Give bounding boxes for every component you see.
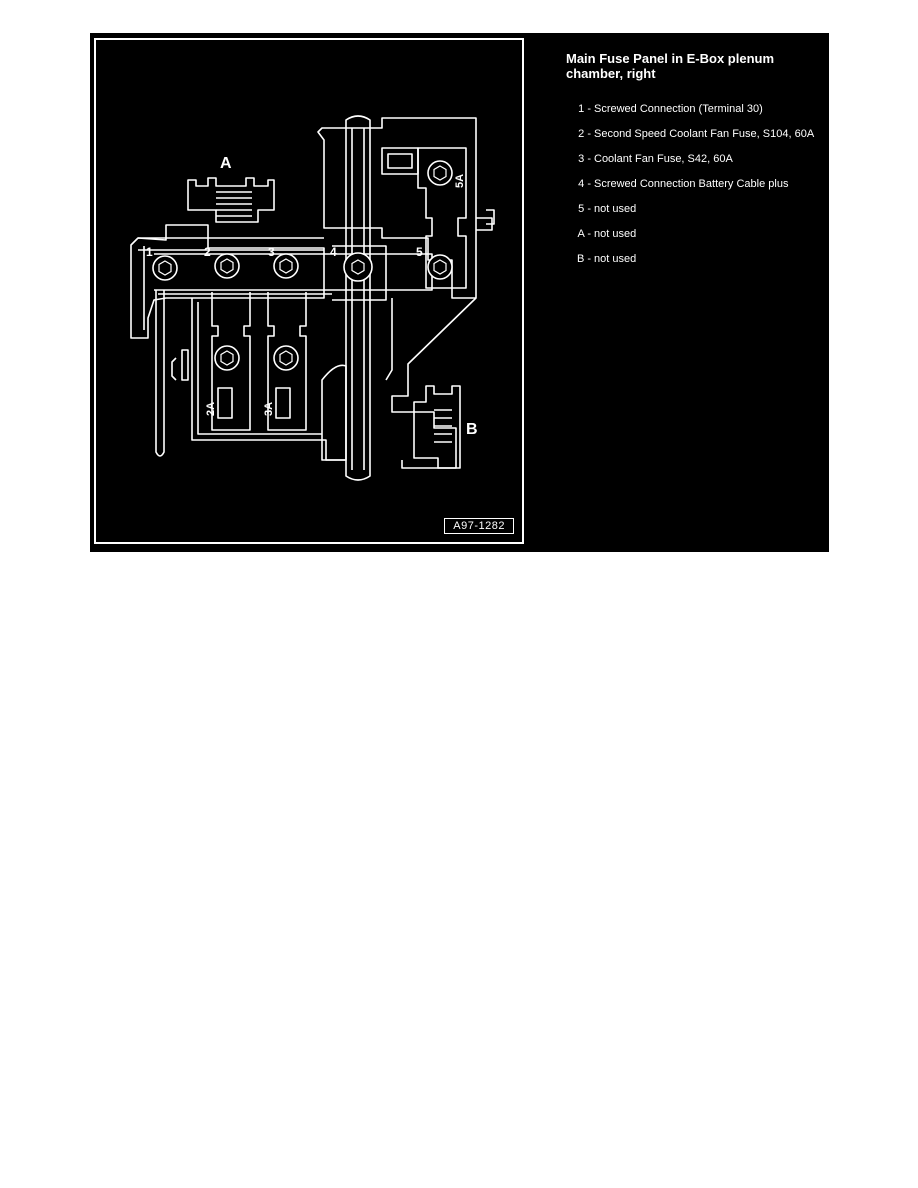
- legend-key: A -: [577, 228, 591, 240]
- label-5a: 5A: [454, 174, 466, 188]
- legend-key: 4 -: [578, 178, 591, 190]
- label-a: A: [220, 155, 232, 172]
- drawing-frame: A B 1 2 3 4 5 2A 3A 5A A97-1282: [94, 38, 524, 544]
- housing-outline: [130, 224, 325, 339]
- battery-cable-inner: [351, 128, 365, 470]
- cable-clamp: [332, 245, 387, 301]
- label-1: 1: [146, 245, 153, 259]
- legend-item-5: 5 - not used: [566, 203, 816, 215]
- connector-a: [187, 177, 275, 223]
- legend-title: Main Fuse Panel in E-Box plenum chamber,…: [566, 51, 775, 81]
- legend-item-b: B - not used: [566, 253, 816, 265]
- nut-5: [427, 254, 453, 280]
- figure-panel: A B 1 2 3 4 5 2A 3A 5A A97-1282 Main Fus…: [90, 33, 829, 552]
- fuse-2-window: [217, 387, 233, 419]
- figure-id-label: A97-1282: [444, 518, 514, 534]
- battery-cable: [345, 115, 371, 481]
- lower-housing-2: [197, 302, 322, 435]
- nut-3-lower: [273, 345, 299, 371]
- right-arm-inner: [385, 298, 393, 381]
- terminal-1-strap: [155, 290, 165, 457]
- label-3: 3: [268, 245, 275, 259]
- legend-text: not used: [594, 203, 637, 215]
- terminal-1-side: [181, 349, 189, 381]
- side-clip: [171, 357, 177, 381]
- connector-b-ribs: [434, 409, 452, 443]
- fuse-3-body: [267, 292, 307, 431]
- label-5: 5: [416, 245, 423, 259]
- connector-a-ribs: [216, 191, 252, 217]
- nut-5a: [427, 160, 453, 186]
- upper-housing: [317, 117, 477, 299]
- center-dome: [321, 364, 347, 461]
- legend-text: Coolant Fan Fuse, S42, 60A: [594, 153, 733, 165]
- legend-key: 5 -: [578, 203, 591, 215]
- nut-2: [214, 253, 240, 279]
- legend-item-a: A - not used: [566, 228, 816, 240]
- label-2a: 2A: [205, 402, 217, 416]
- nut-2-lower: [214, 345, 240, 371]
- label-b: B: [466, 421, 478, 438]
- fuse-3-window: [275, 387, 291, 419]
- label-2: 2: [204, 245, 211, 259]
- legend-text: Screwed Connection (Terminal 30): [594, 103, 763, 115]
- legend-item-3: 3 - Coolant Fan Fuse, S42, 60A: [566, 153, 816, 165]
- legend-key: 2 -: [578, 128, 591, 140]
- legend-text: Screwed Connection Battery Cable plus: [594, 178, 789, 190]
- legend-text: Second Speed Coolant Fan Fuse, S104, 60A: [594, 128, 815, 140]
- legend-item-1: 1 - Screwed Connection (Terminal 30): [566, 103, 816, 115]
- nut-4: [343, 252, 373, 282]
- nut-3: [273, 253, 299, 279]
- legend-key: 1 -: [578, 103, 591, 115]
- legend-item-2: 2 - Second Speed Coolant Fan Fuse, S104,…: [566, 128, 816, 140]
- stud-right: [486, 209, 495, 225]
- fuse-panel-diagram: A B 1 2 3 4 5 2A 3A 5A: [130, 115, 495, 481]
- fuse-2-body: [211, 292, 251, 431]
- legend: Main Fuse Panel in E-Box plenum chamber,…: [566, 51, 816, 278]
- legend-key: 3 -: [578, 153, 591, 165]
- nut-1: [152, 255, 178, 281]
- label-4: 4: [330, 245, 337, 259]
- legend-text: not used: [594, 228, 637, 240]
- legend-item-4: 4 - Screwed Connection Battery Cable plu…: [566, 178, 816, 190]
- fuse-5a-window: [387, 153, 413, 169]
- label-3a: 3A: [263, 402, 275, 416]
- legend-key: B -: [576, 253, 591, 265]
- connector-b: [413, 385, 461, 469]
- legend-text: not used: [594, 253, 637, 265]
- fuse-5a-body: [417, 147, 467, 289]
